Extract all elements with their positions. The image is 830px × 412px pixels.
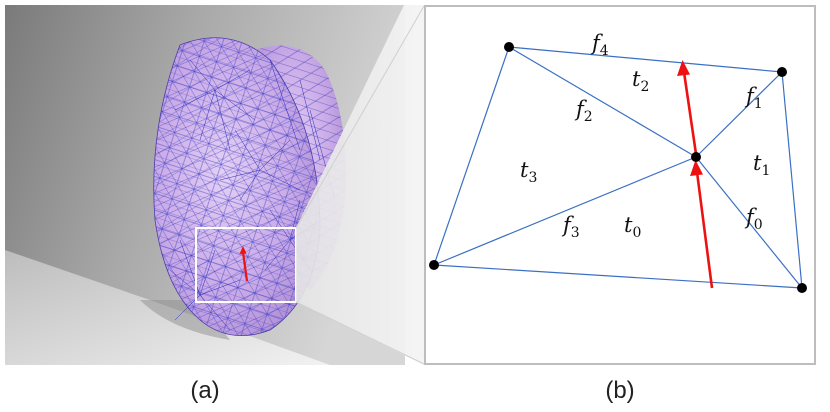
label-f1: f1: [744, 84, 763, 112]
label-t2: t2: [632, 67, 649, 95]
panel-a-arrow-head: [239, 246, 247, 254]
panel-b-frame: [424, 5, 816, 365]
label-f0: f0: [744, 205, 763, 233]
vertex-top-right: [777, 67, 787, 77]
label-f3: f3: [561, 213, 580, 241]
panel-b-diagram: f4 t2 f1 f2 t1 t3 f0 f3 t0: [424, 5, 816, 365]
label-t0: t0: [624, 213, 641, 241]
panel-a-arrow: [241, 251, 249, 282]
edge-f1: [695, 71, 783, 158]
vertices: [429, 42, 807, 293]
edge-f3: [433, 156, 697, 266]
panel-a-render: [5, 5, 405, 365]
edge-f0: [695, 156, 803, 289]
arrow-lower: [695, 171, 714, 289]
vertex-center: [691, 152, 701, 162]
edge-bottom: [433, 264, 803, 289]
caption-b: (b): [605, 377, 634, 404]
path-arrows: [677, 60, 714, 289]
labels: f4 t2 f1 f2 t1 t3 f0 f3 t0: [520, 31, 770, 241]
edge-left: [433, 46, 510, 266]
label-f4: f4: [590, 31, 609, 59]
edge-right-top: [781, 71, 803, 289]
zoom-wedge: [296, 5, 424, 365]
arrow-upper-head: [677, 60, 690, 76]
arrow-upper: [682, 71, 698, 155]
arrow-lower-head: [690, 160, 703, 176]
edge-f2: [508, 46, 697, 158]
label-f2: f2: [574, 97, 593, 125]
caption-a: (a): [190, 377, 219, 404]
mesh-edges: [433, 46, 803, 289]
label-t3: t3: [520, 158, 537, 186]
edge-f4: [508, 46, 783, 73]
vertex-bottom-right: [797, 283, 807, 293]
vertex-top-left: [504, 42, 514, 52]
label-t1: t1: [753, 151, 770, 179]
vertex-bottom-left: [429, 260, 439, 270]
